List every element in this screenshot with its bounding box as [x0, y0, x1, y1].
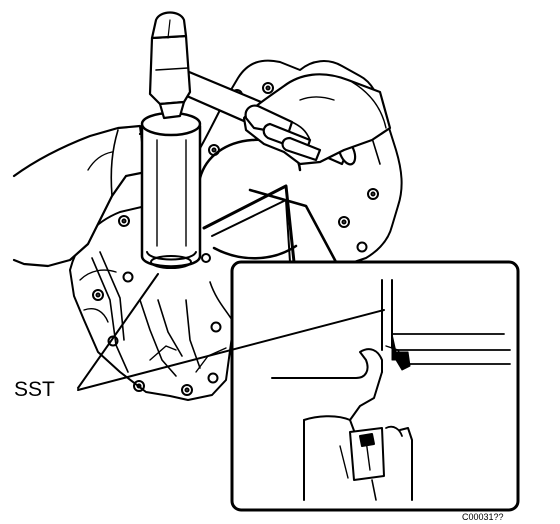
right-hand [242, 73, 392, 166]
figure-code: C00031?? [462, 512, 504, 522]
sst-callout: SST [14, 273, 385, 401]
detail-inset [230, 260, 520, 512]
sst-tool [140, 111, 202, 269]
detail-leader [202, 184, 338, 264]
sst-label: SST [14, 378, 55, 401]
